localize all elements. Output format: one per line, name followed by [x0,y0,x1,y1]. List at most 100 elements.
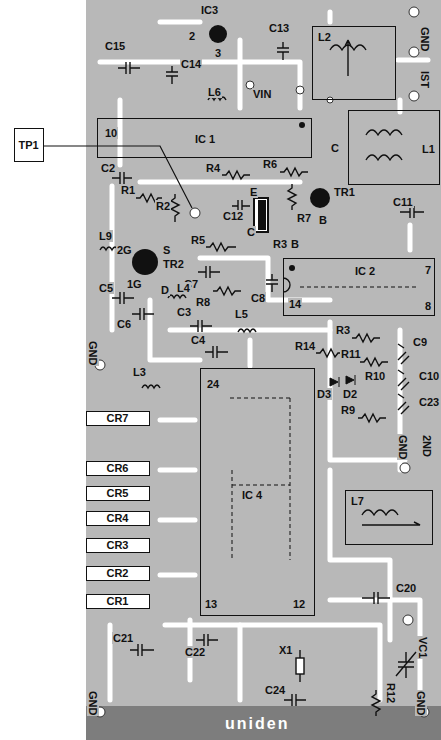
brand-band [86,706,441,740]
silkscreen-label: B [318,214,328,226]
silkscreen-label: 14 [288,298,302,310]
silkscreen-label: L3 [132,366,147,378]
connector-pad: CR2 [86,566,150,581]
silkscreen-label: C13 [268,22,290,34]
silkscreen-label: C8 [250,292,266,304]
coil-can: L7 [345,490,433,545]
part-label: IC 1 [194,133,216,145]
silkscreen-label: VIN [252,88,272,100]
coil-can: L1 [348,110,440,185]
silkscreen-label: B [290,238,300,250]
part-label: L7 [350,495,365,507]
ic-internal-dashes [230,287,418,560]
silkscreen-label: C6 [116,318,132,330]
silkscreen-label: 24 [206,378,220,390]
part-label: TP1 [17,139,39,151]
part-label: CR3 [105,539,129,551]
silkscreen-label: IST [419,70,431,89]
silkscreen-label: R5 [190,234,206,246]
silkscreen-label: 2G [116,244,133,256]
silkscreen-label: L9 [98,230,113,242]
silkscreen-label: GND [87,340,99,366]
part-label: CR4 [105,512,129,524]
silkscreen-label: C11 [392,196,414,208]
part-label: CR5 [105,487,129,499]
silkscreen-label: 3 [214,47,222,59]
test-point-box: TP1 [14,128,44,162]
silkscreen-label: R3 [335,324,351,336]
part-label: L1 [421,143,436,155]
silkscreen-label: R11 [340,348,362,360]
ic-outline: 10 IC 1 [97,118,312,158]
silkscreen-label: 13 [204,598,218,610]
part-label: IC 4 [241,489,263,501]
silkscreen-label: R10 [364,370,386,382]
silkscreen-label: R2 [155,200,171,212]
silkscreen-label: R1 [120,184,136,196]
silkscreen-label: X1 [278,644,293,656]
silkscreen-label: E [249,186,258,198]
silkscreen-label: C4 [190,334,206,346]
silkscreen-label: C10 [418,370,440,382]
silkscreen-label: L4 [176,282,191,294]
connector-pad: CR4 [86,511,150,526]
solder-pads [95,7,429,717]
part-label: CR1 [105,595,129,607]
silkscreen-label: L5 [234,308,249,320]
silkscreen-label: C22 [184,646,206,658]
brand-mark: uniden [222,715,292,733]
silkscreen-label: C9 [412,336,428,348]
test-point-leader [42,146,192,208]
silkscreen-label: GND [415,690,427,716]
silkscreen-label: GND [419,26,431,52]
silkscreen-label: C15 [104,40,126,52]
silkscreen-label: 1G [126,278,143,290]
silkscreen-label: C [246,226,256,238]
silkscreen-label: C21 [112,632,134,644]
silkscreen-label: S [162,244,171,256]
silkscreen-label: D [160,284,170,296]
part-label: IC 2 [354,265,376,277]
silkscreen-label: R8 [195,296,211,308]
connector-pad: CR7 [86,411,150,426]
silkscreen-label: C24 [264,684,286,696]
silkscreen-label: C3 [176,306,192,318]
silkscreen-label: C23 [418,396,440,408]
silkscreen-label: TR2 [162,258,185,270]
connector-pad: CR1 [86,594,150,609]
crystal-and-trimmer [296,650,416,682]
silkscreen-label: C12 [222,210,244,222]
silkscreen-label: 7 [424,264,432,276]
ic-outline: IC 4 [200,368,315,616]
silkscreen-label: 12 [292,598,306,610]
connector-pad: CR5 [86,486,150,501]
silkscreen-label: 2 [188,30,196,42]
diode-symbols [330,375,355,387]
silkscreen-label: C14 [180,58,202,70]
connector-pad: CR6 [86,461,150,476]
part-label: CR7 [105,412,129,424]
coil-can: L2 [312,26,396,100]
silkscreen-label: 2ND [421,434,433,458]
silkscreen-label: IC3 [200,4,219,16]
silkscreen-label: C2 [100,162,116,174]
ic-notch [283,278,290,292]
silkscreen-label: R12 [385,682,397,704]
silkscreen-label: R14 [294,340,316,352]
part-label: L2 [317,31,332,43]
silkscreen-label: R3 [272,238,288,250]
part-label: 10 [104,127,118,139]
silkscreen-label: GND [397,434,409,460]
silkscreen-label: L6 [207,86,222,98]
silkscreen-label: C [330,142,340,154]
silkscreen-label: R6 [262,158,278,170]
connector-pad: CR3 [86,538,150,553]
board [86,0,441,740]
silkscreen-label: R7 [296,212,312,224]
ic-outline: IC 2 [283,258,435,316]
silkscreen-label: C5 [98,282,114,294]
silkscreen-label: C20 [395,582,417,594]
silkscreen-label: 8 [424,300,432,312]
resistor-symbols [136,168,388,716]
